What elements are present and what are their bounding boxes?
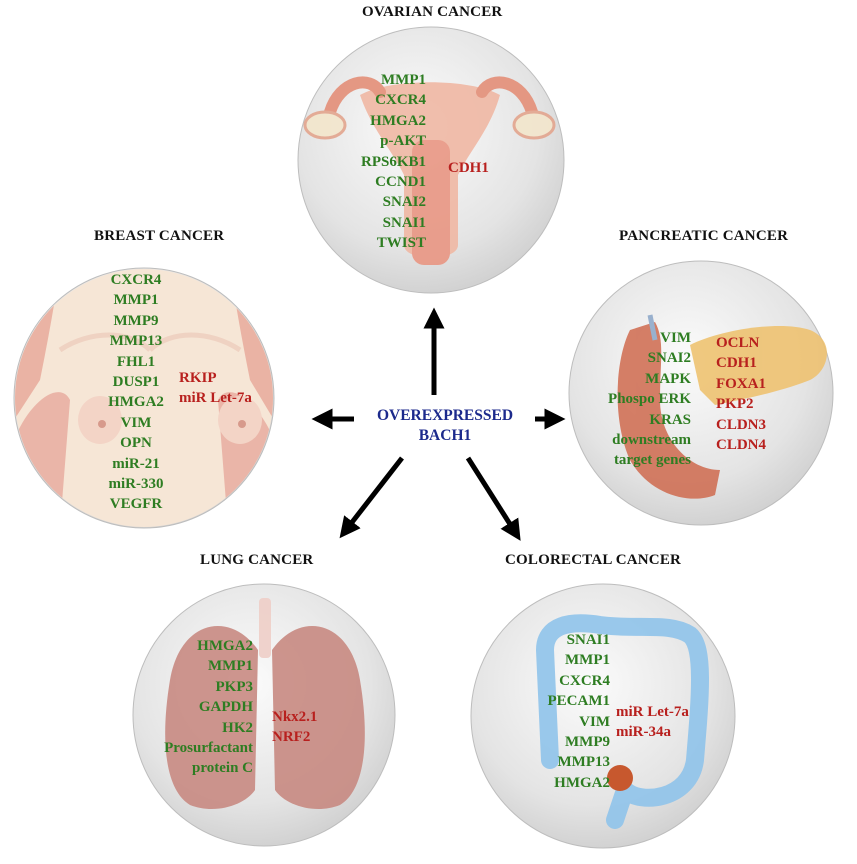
gene-label: HMGA2 xyxy=(370,112,426,129)
gene-label: CDH1 xyxy=(716,355,757,372)
gene-label: CXCR4 xyxy=(110,272,162,288)
gene-label: DUSP1 xyxy=(112,374,160,391)
ovarian-title: OVARIAN CANCER xyxy=(362,4,503,20)
lung-title: LUNG CANCER xyxy=(200,552,314,568)
pancreatic-disc xyxy=(568,260,834,526)
lung-up-list: HMGA2 MMP1 PKP3 GAPDH HK2 Prosurfactant … xyxy=(140,636,253,779)
arrow-colorectal xyxy=(465,456,521,541)
gene-label: VIM xyxy=(120,414,152,431)
gene-label: SNAI2 xyxy=(382,194,426,211)
gene-label: OPN xyxy=(120,435,152,452)
gene-label: CXCR4 xyxy=(559,672,610,689)
gene-label: miR-34a xyxy=(616,724,671,741)
gene-label: KRAS xyxy=(649,411,691,428)
gene-label: CCND1 xyxy=(375,174,426,191)
breast-down-list: RKIP miR Let-7a xyxy=(179,368,252,409)
gene-label: MMP1 xyxy=(565,652,610,669)
gene-label: SNAI2 xyxy=(647,350,691,367)
gene-label: VIM xyxy=(579,713,610,730)
colorectal-title: COLORECTAL CANCER xyxy=(505,552,682,568)
gene-label: Phospo ERK xyxy=(608,391,691,408)
gene-label: HK2 xyxy=(222,719,253,736)
uterus-illustration xyxy=(303,76,556,265)
lungs-illustration xyxy=(165,598,365,810)
gene-label: miR-330 xyxy=(108,476,164,493)
gene-label: protein C xyxy=(192,760,253,777)
gene-label: FOXA1 xyxy=(716,375,766,392)
gene-label: HMGA2 xyxy=(197,638,253,654)
arrow-lung xyxy=(339,456,404,539)
gene-label: GAPDH xyxy=(198,699,253,716)
colorectal-down-list: miR Let-7a miR-34a xyxy=(616,702,689,743)
gene-label: TWIST xyxy=(376,235,426,252)
pancreatic-up-list: VIM SNAI2 MAPK Phospo ERK KRAS downstrea… xyxy=(585,328,691,471)
gene-label: CLDN3 xyxy=(716,416,767,433)
gene-label: PKP3 xyxy=(215,678,254,695)
gene-label: SNAI1 xyxy=(566,632,610,648)
lung-disc xyxy=(132,583,396,847)
gene-label: CLDN4 xyxy=(716,437,767,454)
gene-label: VEGFR xyxy=(109,496,163,513)
gene-label: miR Let-7a xyxy=(616,704,689,720)
lung-down-list: Nkx2.1 NRF2 xyxy=(272,707,317,748)
center-line1: OVEREXPRESSED xyxy=(376,407,514,424)
ovarian-disc xyxy=(297,26,565,294)
pancreatic-title: PANCREATIC CANCER xyxy=(619,228,789,244)
gene-label: MAPK xyxy=(645,370,691,387)
gene-label: MMP13 xyxy=(109,333,163,350)
gene-label: MMP9 xyxy=(113,312,159,329)
gene-label: miR-21 xyxy=(112,455,160,472)
gene-label: SNAI1 xyxy=(382,214,426,231)
gene-label: miR Let-7a xyxy=(179,390,252,407)
gene-label: NRF2 xyxy=(272,729,311,746)
breast-title: BREAST CANCER xyxy=(94,228,225,244)
gene-label: MMP1 xyxy=(381,72,426,88)
pancreas-illustration xyxy=(617,314,827,499)
gene-label: FHL1 xyxy=(116,353,156,370)
gene-label: RKIP xyxy=(179,370,217,386)
colon-illustration xyxy=(535,614,709,829)
ovarian-down-list: CDH1 xyxy=(448,158,489,178)
tumor-mark xyxy=(607,765,633,791)
colorectal-disc xyxy=(470,583,736,849)
gene-label: HMGA2 xyxy=(108,394,164,411)
arrows xyxy=(311,307,566,541)
gene-label: MMP9 xyxy=(565,734,610,751)
ovarian-up-list: MMP1 CXCR4 HMGA2 p-AKT RPS6KB1 CCND1 SNA… xyxy=(330,70,426,254)
gene-label: PECAM1 xyxy=(547,693,611,710)
gene-label: MMP1 xyxy=(208,658,253,675)
gene-label: target genes xyxy=(613,452,691,469)
gene-label: p-AKT xyxy=(380,133,426,150)
gene-label: HMGA2 xyxy=(554,774,610,791)
gene-label: CDH1 xyxy=(448,160,489,176)
breast-up-list: CXCR4 MMP1 MMP9 MMP13 FHL1 DUSP1 HMGA2 V… xyxy=(88,270,184,515)
gene-label: MMP1 xyxy=(113,292,159,309)
center-label: OVEREXPRESSED BACH1 xyxy=(355,406,535,446)
gene-label: CXCR4 xyxy=(375,92,426,109)
colorectal-up-list: SNAI1 MMP1 CXCR4 PECAM1 VIM MMP9 MMP13 H… xyxy=(510,630,611,793)
gene-label: downstream xyxy=(612,432,691,449)
gene-label: OCLN xyxy=(716,335,760,351)
gene-label: VIM xyxy=(660,330,691,346)
gene-label: PKP2 xyxy=(716,396,754,413)
center-line2: BACH1 xyxy=(418,427,472,444)
gene-label: RPS6KB1 xyxy=(360,153,426,170)
gene-label: Prosurfactant xyxy=(164,740,253,757)
pancreatic-down-list: OCLN CDH1 FOXA1 PKP2 CLDN3 CLDN4 xyxy=(716,333,766,455)
gene-label: MMP13 xyxy=(557,754,610,771)
gene-label: Nkx2.1 xyxy=(272,709,318,725)
